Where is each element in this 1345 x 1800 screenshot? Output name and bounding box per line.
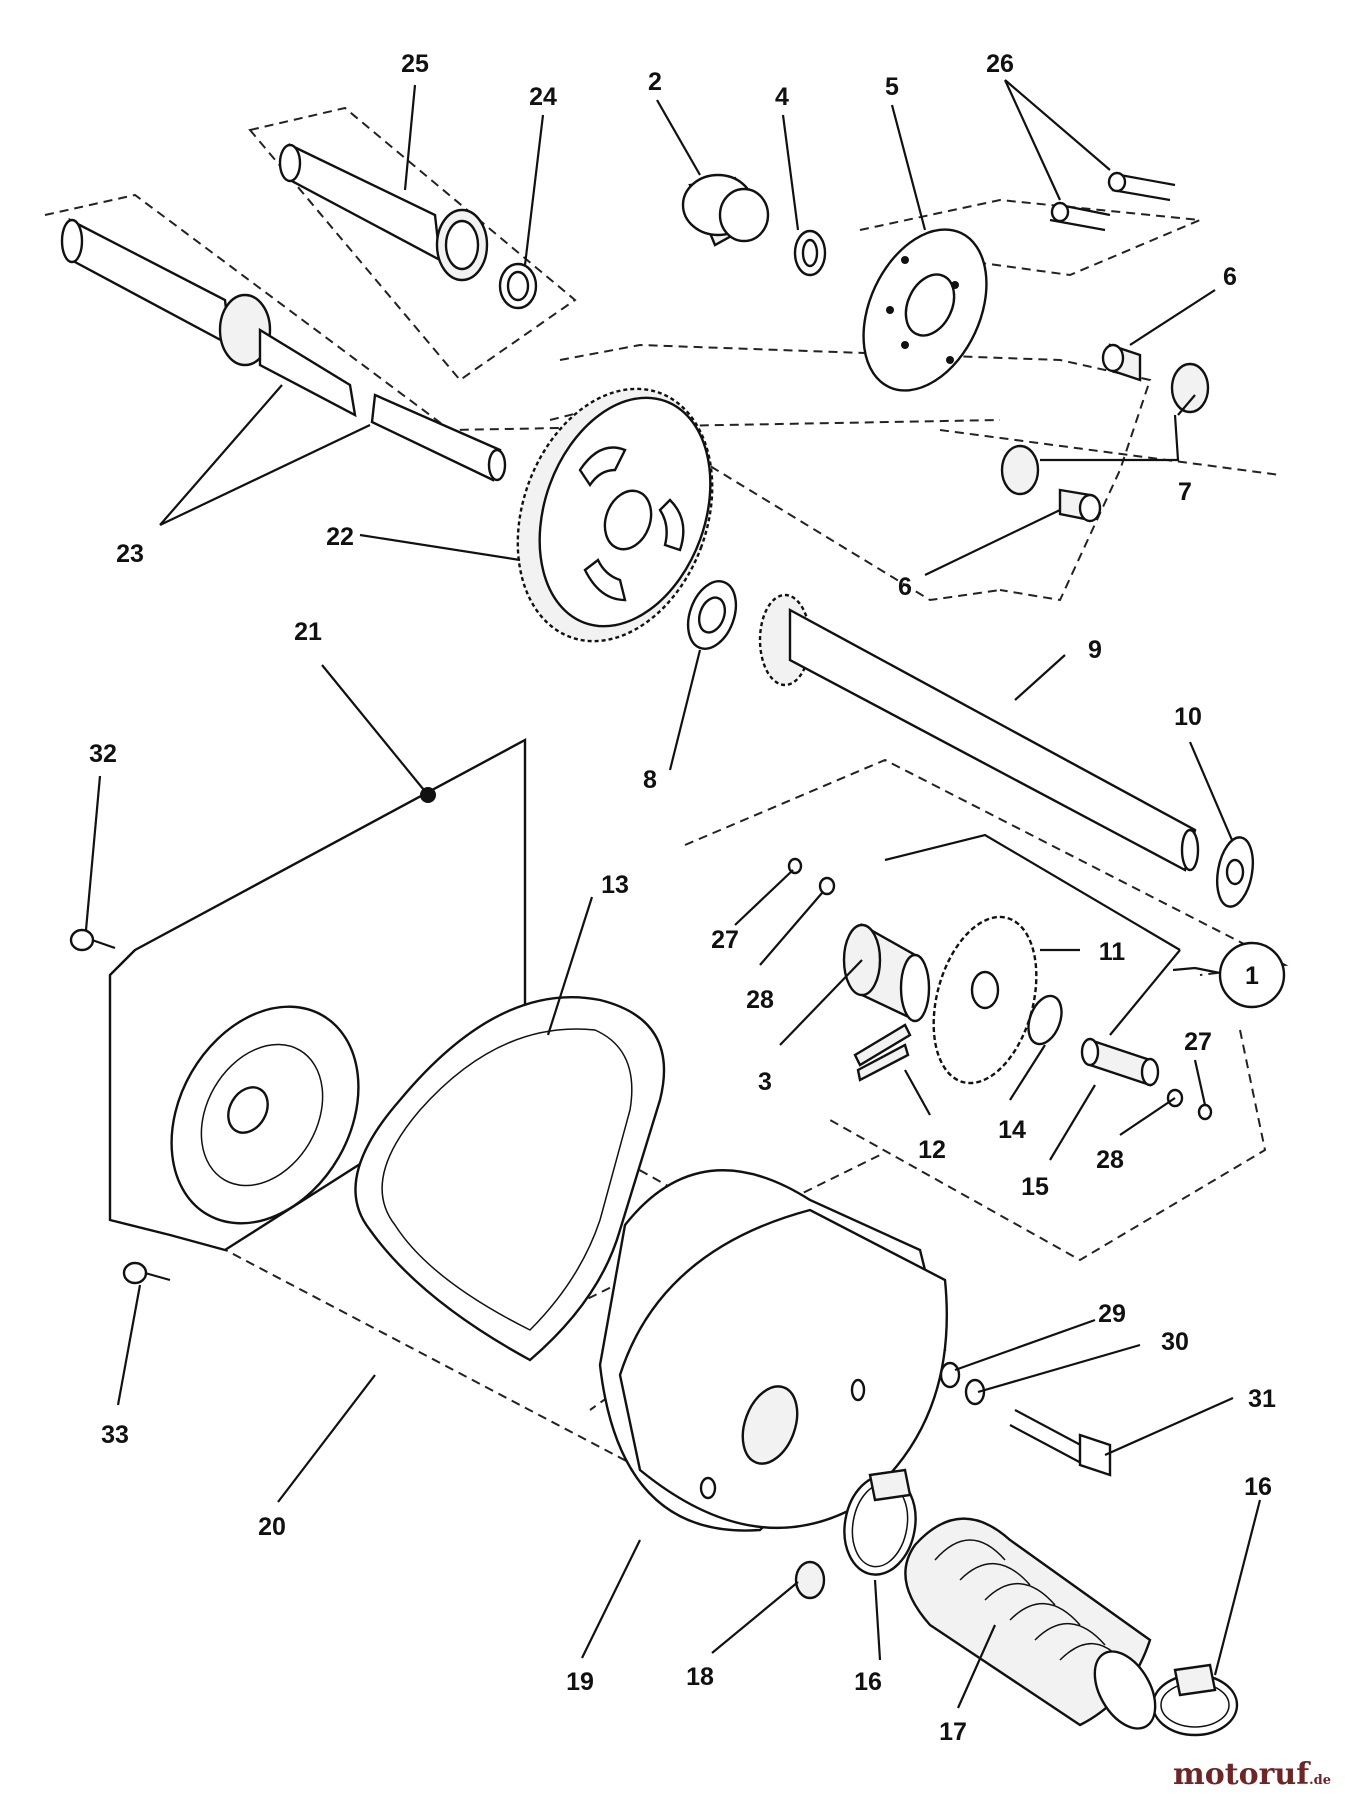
callout-20: 20: [258, 1513, 286, 1541]
part-4-washer: [793, 229, 827, 277]
assembly-1-circle: [1218, 941, 1286, 1009]
part-22-large-gear: [516, 387, 714, 643]
callout-12: 12: [918, 1136, 946, 1164]
callout-5: 5: [885, 73, 899, 101]
part-2-bushing: [681, 173, 770, 247]
callout-25: 25: [401, 50, 429, 78]
callout-27-right: 27: [1184, 1028, 1212, 1056]
part-11-sprocket: [932, 915, 1038, 1085]
part-12-chain: [853, 1023, 912, 1082]
part-7-pinion-upper: [1170, 362, 1210, 414]
watermark-tld: .de: [1309, 1773, 1331, 1788]
callout-28-left: 28: [746, 986, 774, 1014]
part-14-clip: [1027, 994, 1063, 1046]
callout-27-left: 27: [711, 926, 739, 954]
part-6-pin-upper: [1101, 343, 1142, 382]
part-6-pin-lower: [1058, 488, 1102, 523]
part-16-clamp-right: [1151, 1663, 1239, 1737]
part-3-gear: [842, 922, 931, 1023]
callout-16-right: 16: [1244, 1473, 1272, 1501]
part-15-spacer: [1080, 1037, 1160, 1087]
callout-14: 14: [998, 1116, 1026, 1144]
part-29-lockwasher: [939, 1361, 961, 1389]
callout-6-upper: 6: [1223, 263, 1237, 291]
callout-29: 29: [1098, 1300, 1126, 1328]
callout-3: 3: [758, 1068, 772, 1096]
callout-33: 33: [101, 1421, 129, 1449]
callout-17: 17: [939, 1718, 967, 1746]
callout-19: 19: [566, 1668, 594, 1696]
callout-7: 7: [1178, 478, 1192, 506]
part-25-upper-shaft: [278, 143, 489, 282]
callout-28-right: 28: [1096, 1146, 1124, 1174]
callout-30: 30: [1161, 1328, 1189, 1356]
callout-26: 26: [986, 50, 1014, 78]
watermark-logo: motoruf.de: [1173, 1757, 1331, 1792]
callout-24: 24: [529, 83, 557, 111]
callout-9: 9: [1088, 636, 1102, 664]
callout-2: 2: [648, 68, 662, 96]
callout-16-left: 16: [854, 1668, 882, 1696]
callout-8: 8: [643, 766, 657, 794]
part-33-screw: [122, 1261, 171, 1285]
callout-4: 4: [775, 83, 789, 111]
part-17-boot: [904, 1517, 1157, 1730]
callout-15: 15: [1021, 1173, 1049, 1201]
part-10-washer: [1215, 836, 1255, 908]
callout-6-lower: 6: [898, 573, 912, 601]
part-16-clamp-left: [843, 1468, 917, 1576]
part-19-case-cover: [598, 1169, 948, 1532]
part-8-washer: [686, 580, 738, 650]
callout-21: 21: [294, 618, 322, 646]
callout-10: 10: [1174, 703, 1202, 731]
part-7-pinion-lower: [1000, 444, 1040, 496]
part-32-screw: [69, 928, 116, 952]
leader-lines: [84, 79, 1262, 1709]
callout-labels: 25 24 2 4 5 26 6 7 6 23 22 9 8 21 10 32 …: [89, 50, 1276, 1746]
part-26-bolts: [1049, 171, 1176, 232]
callout-18: 18: [686, 1663, 714, 1691]
callout-22: 22: [326, 523, 354, 551]
part-30-washer: [964, 1378, 986, 1406]
callout-11: 11: [1099, 938, 1126, 966]
part-23-lower-shaft: [60, 217, 507, 482]
callout-32: 32: [89, 740, 117, 768]
part-31-bolt: [1009, 1409, 1112, 1477]
part-9-hex-shaft: [758, 593, 1200, 872]
assembly-1-outline: [884, 833, 1181, 1036]
callout-23: 23: [116, 540, 144, 568]
part-18-plug: [794, 1560, 826, 1600]
callout-13: 13: [601, 871, 629, 899]
part-20-gasket: [354, 995, 666, 1362]
callout-31: 31: [1248, 1385, 1276, 1413]
part-5-plate: [862, 228, 988, 392]
callout-1: 1: [1245, 962, 1259, 990]
watermark-brand: motoruf: [1172, 1757, 1310, 1792]
part-24-ring: [498, 262, 538, 310]
